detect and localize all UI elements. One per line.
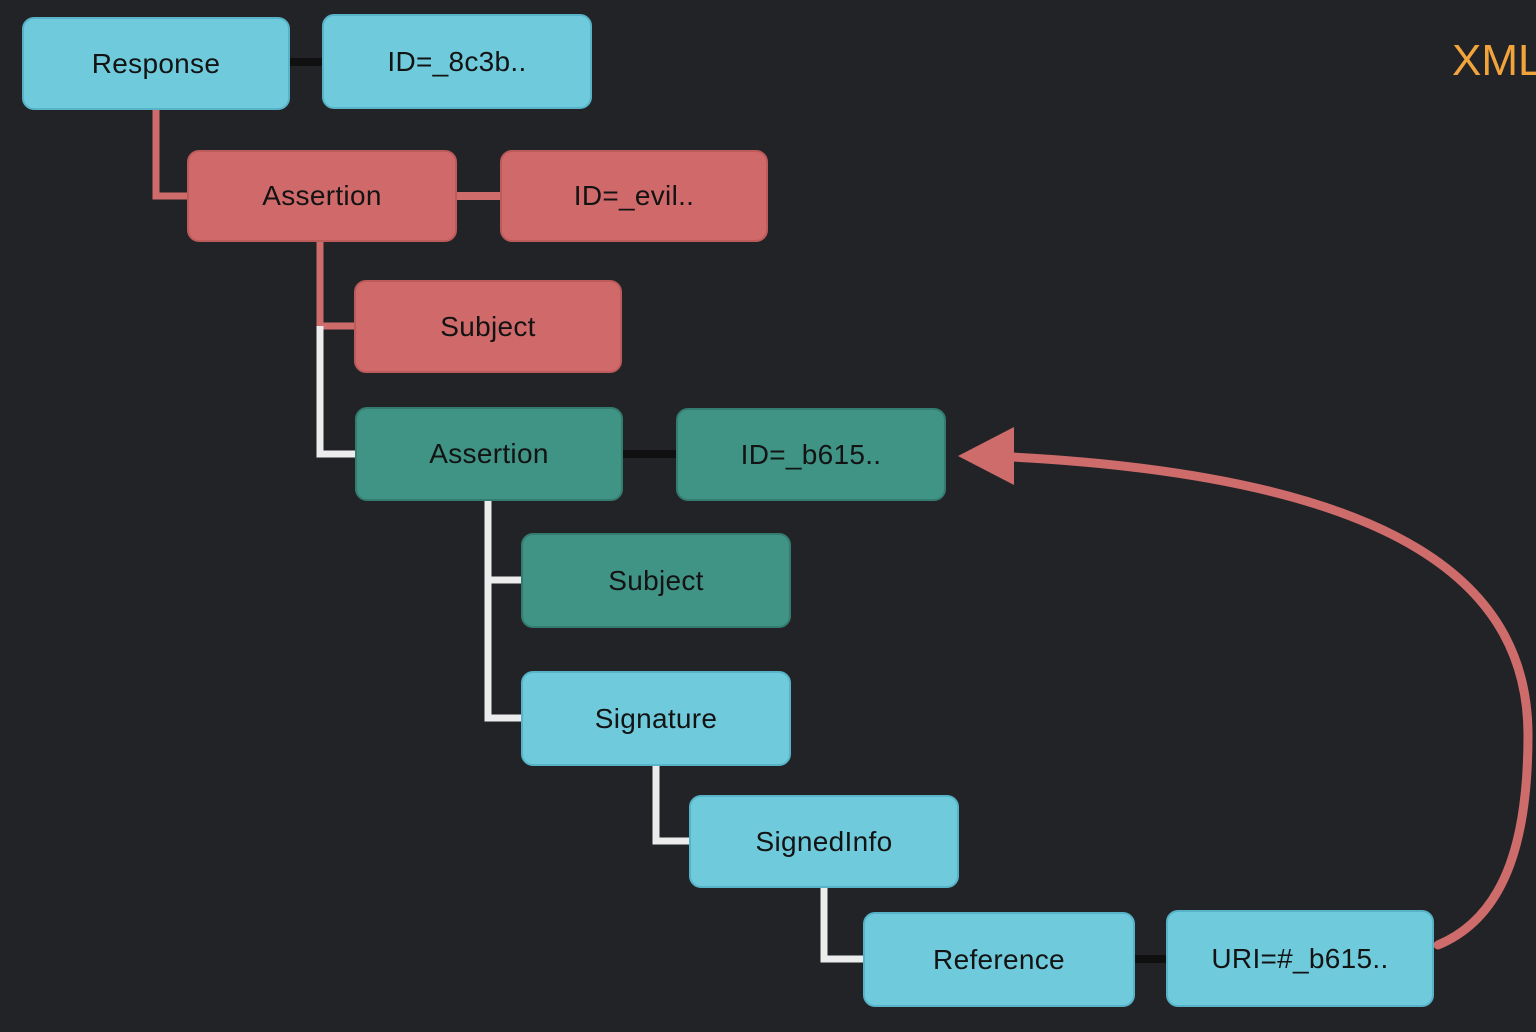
reference-pointer-arrow	[1007, 452, 1533, 950]
connector-assertion-evil-assertion-orig	[316, 326, 355, 458]
xml-title-label: XML	[1452, 36, 1536, 85]
node-reference: Reference	[863, 912, 1135, 1007]
connector-assertion-orig-subject	[484, 501, 521, 584]
node-assertion-evil-id: ID=_evil..	[500, 150, 768, 242]
connector-signature-signedinfo	[652, 766, 689, 845]
node-assertion-evil: Assertion	[187, 150, 457, 242]
node-reference-uri: URI=#_b615..	[1166, 910, 1434, 1007]
node-signature: Signature	[521, 671, 791, 766]
arrowhead-icon	[958, 427, 1014, 485]
connector-assertion-subject-evil	[316, 242, 354, 330]
node-subject-evil: Subject	[354, 280, 622, 373]
connector-response-assertion	[152, 110, 187, 200]
node-response: Response	[22, 17, 290, 110]
connector-assertion-orig-signature	[484, 580, 521, 722]
node-signedinfo: SignedInfo	[689, 795, 959, 888]
node-assertion-original: Assertion	[355, 407, 623, 501]
node-response-id: ID=_8c3b..	[322, 14, 592, 109]
connector-signedinfo-reference	[820, 888, 863, 963]
node-assertion-original-id: ID=_b615..	[676, 408, 946, 501]
node-subject-original: Subject	[521, 533, 791, 628]
